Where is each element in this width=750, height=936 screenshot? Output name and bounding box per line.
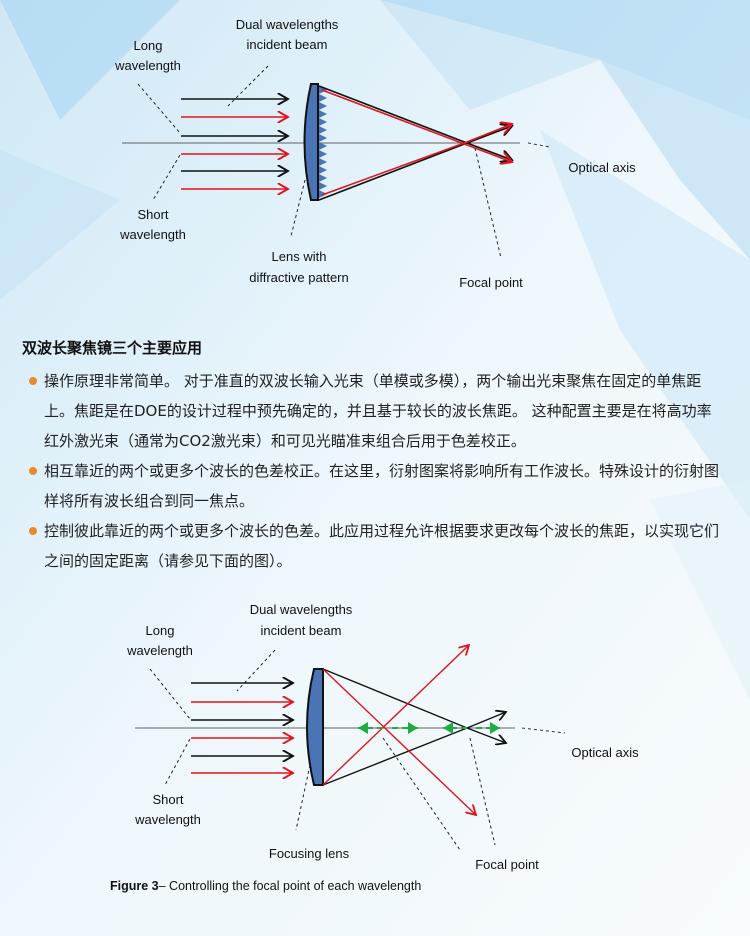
- list-item: 相互靠近的两个或更多个波长的色差校正。在这里，衍射图案将影响所有工作波长。特殊设…: [26, 456, 726, 516]
- bullet-icon: [29, 467, 37, 475]
- incident-beams: [191, 683, 293, 773]
- optical-axis-label: Optical axis: [568, 160, 636, 175]
- optical-axis-label: Optical axis: [571, 745, 639, 760]
- focused-rays: [318, 85, 512, 201]
- list-item: 操作原理非常简单。 对于准直的双波长输入光束（单模或多模），两个输出光束聚焦在固…: [26, 366, 726, 456]
- bullet-icon: [29, 527, 37, 535]
- application-list: 操作原理非常简单。 对于准直的双波长输入光束（单模或多模），两个输出光束聚焦在固…: [26, 366, 726, 576]
- incident-beams: [181, 99, 288, 189]
- caption-label: Figure 3: [110, 879, 159, 893]
- leader-lines: [137, 65, 502, 259]
- focal-point-label: Focal point: [459, 275, 523, 290]
- list-item-text: 操作原理非常简单。 对于准直的双波长输入光束（单模或多模），两个输出光束聚焦在固…: [44, 372, 712, 450]
- focused-rays: [322, 645, 506, 815]
- caption-text: – Controlling the focal point of each wa…: [158, 879, 422, 893]
- focusing-lens: [306, 668, 324, 786]
- diffractive-lens: [303, 83, 327, 201]
- figure-caption: Figure 3– Controlling the focal point of…: [110, 879, 421, 893]
- bullet-icon: [29, 377, 37, 385]
- focal-point-label: Focal point: [475, 857, 539, 872]
- list-item: 控制彼此靠近的两个或更多个波长的色差。此应用过程允许根据要求更改每个波长的焦距，…: [26, 516, 726, 576]
- list-item-text: 控制彼此靠近的两个或更多个波长的色差。此应用过程允许根据要求更改每个波长的焦距，…: [44, 522, 720, 570]
- leader-lines: [149, 649, 496, 851]
- lens-label: Focusing lens: [269, 846, 350, 861]
- section-heading: 双波长聚焦镜三个主要应用: [22, 339, 203, 357]
- list-item-text: 相互靠近的两个或更多个波长的色差校正。在这里，衍射图案将影响所有工作波长。特殊设…: [44, 462, 720, 510]
